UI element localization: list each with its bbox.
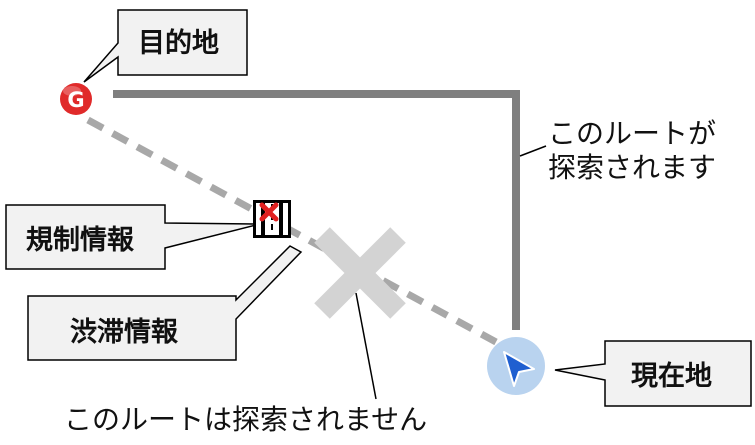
destination-callout: [83, 9, 248, 83]
traffic-info-callout: [27, 245, 303, 361]
current-location-label: 現在地: [631, 361, 712, 392]
route-found-leader: [519, 145, 547, 157]
road-closure-icon: [253, 200, 291, 238]
destination-label: 目的地: [138, 27, 219, 59]
route-found-line-2: 探索されます: [548, 151, 716, 184]
found-route-line: [113, 90, 520, 330]
goal-marker-icon: G: [58, 81, 94, 117]
current-location-callout: [554, 340, 752, 407]
regulation-info-callout: [5, 204, 261, 270]
goal-marker-letter: G: [67, 88, 84, 112]
route-not-found-label: このルートは探索されません: [64, 403, 427, 436]
route-found-line-1: このルートが: [548, 117, 716, 150]
traffic-info-label: 渋滞情報: [70, 317, 179, 348]
regulation-info-label: 規制情報: [26, 225, 135, 256]
route-not-found-leader: [355, 292, 377, 400]
cross-mark-icon: [314, 227, 406, 319]
navigation-arrow-icon: [487, 337, 545, 395]
route-found-label: このルートが 探索されます: [548, 117, 725, 184]
blocked-route-line: [86, 116, 498, 346]
